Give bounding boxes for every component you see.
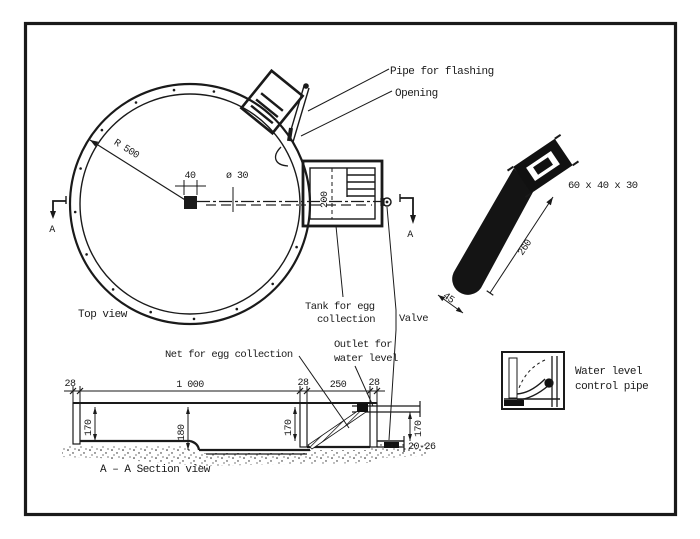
wall-left (72, 402, 81, 445)
net-length-dimension: 260 (517, 238, 536, 258)
top-view: R 500 40 ø 30 (49, 66, 494, 441)
drawing-border-frame (23, 21, 678, 517)
chamber-length-dim: 250 (330, 380, 347, 391)
detail-wall (508, 357, 518, 399)
drain-dimension: 40 (184, 171, 196, 182)
section-letter: A (407, 230, 413, 241)
net-mouth-frame (506, 134, 580, 198)
depth-center-dim: 180 (177, 424, 188, 441)
center-drain (184, 196, 197, 209)
net-label: Net for egg collection (165, 349, 293, 361)
radius-line (89, 139, 191, 204)
radius-dimension: R 500 (111, 138, 141, 162)
net-frame-dimension: 60 x 40 x 30 (568, 180, 638, 192)
depth-dims: 170 180 170 170 (84, 407, 425, 450)
control-pipe-bend (516, 378, 546, 395)
wall-left-dim: 28 (64, 379, 76, 390)
radius-arrowhead (90, 140, 99, 147)
net-tip-dimension: 45 (440, 291, 456, 307)
dim-ticks (69, 387, 381, 395)
pipe-diameter-dimension: ø 30 (226, 171, 249, 182)
tank-label-leader (335, 225, 344, 298)
top-view-caption: Top view (78, 309, 128, 321)
section-marker-left: A (49, 196, 67, 236)
section-view-caption: A – A Section view (100, 464, 211, 476)
rim-bolt-dots (73, 88, 298, 321)
valve-label: Valve (399, 313, 428, 325)
outlet-label-line2: water level (334, 353, 398, 365)
flushing-pipe-label: Pipe for flashing (390, 66, 494, 78)
outlet-height-dim: 170 (414, 420, 425, 437)
valve-leader (386, 206, 397, 441)
wall-right-dim: 28 (368, 378, 380, 389)
flushing-pipe-leader (307, 68, 390, 112)
valve-symbol (380, 197, 392, 207)
tank-width-dimension: 200 (320, 191, 331, 208)
section-letter: A (49, 225, 55, 236)
ground-texture (62, 444, 428, 466)
wall-right (369, 402, 378, 448)
detail-box (501, 351, 565, 410)
pipe-outlet-end (544, 378, 554, 388)
outlet-label-line1: Outlet for (334, 339, 392, 351)
net-label-leader (298, 355, 350, 429)
depth-right-dim: 170 (284, 419, 295, 436)
egg-net-detail: 260 45 60 x 40 x 30 (437, 134, 638, 314)
main-length-dim: 1 000 (176, 380, 204, 391)
egg-collection-tank: 200 (301, 159, 384, 228)
water-level-pipe-detail: Water level control pipe (501, 351, 649, 410)
opening-leader (300, 90, 393, 137)
pipe-swing-arc (518, 359, 546, 389)
detail-label-line2: control pipe (575, 381, 648, 393)
depth-left-dim: 170 (84, 419, 95, 436)
wall-mid-dim: 28 (297, 378, 309, 389)
tank-label-line2: collection (317, 314, 375, 326)
tank-label-line1: Tank for egg (305, 301, 375, 313)
detail-label-line1: Water level (575, 366, 642, 378)
net-length-line (489, 196, 554, 294)
wall-opening-arc (274, 146, 289, 167)
section-marker-right: A (399, 194, 416, 241)
net-in-chamber (307, 407, 367, 450)
inlet-structure (239, 68, 305, 136)
outlet-label-leader (354, 365, 374, 407)
net-body (452, 168, 533, 295)
net-attachment-block (357, 403, 368, 412)
opening-label: Opening (395, 88, 438, 100)
wall-middle (299, 402, 308, 448)
section-view: 28 1 000 28 250 28 20-26 170 (62, 339, 437, 476)
flushing-pipe (287, 83, 310, 143)
